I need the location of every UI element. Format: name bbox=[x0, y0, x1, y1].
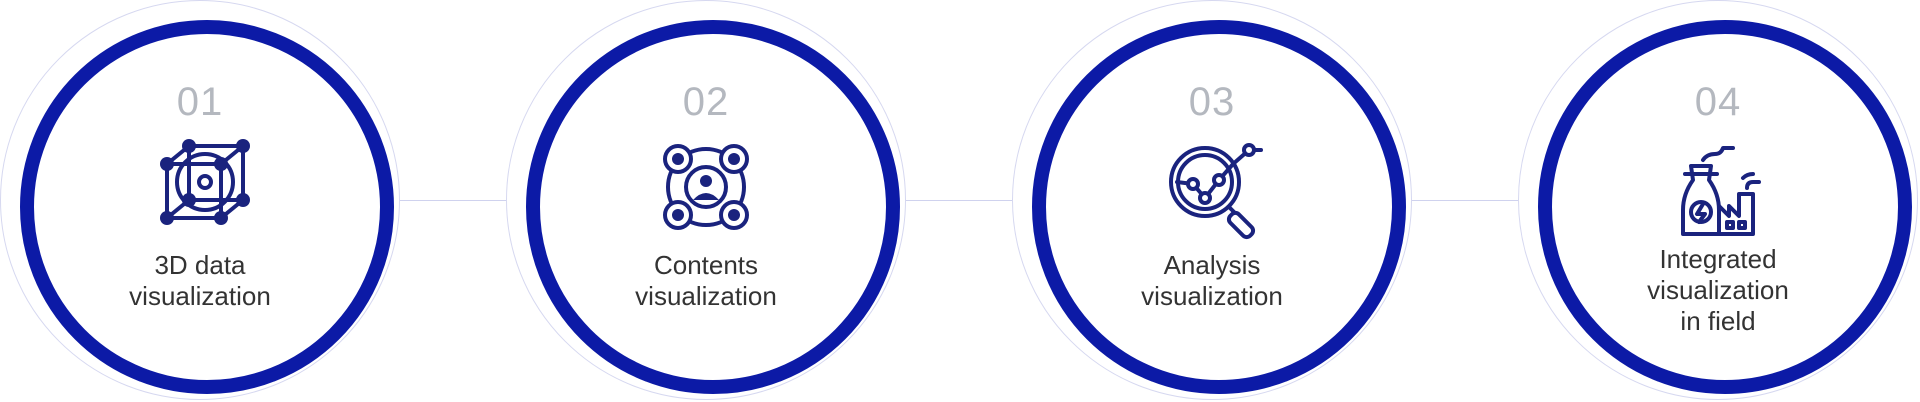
step-label: Contents visualization bbox=[635, 250, 777, 311]
step-contents: 02 Contents visualization bbox=[506, 0, 908, 402]
analysis-magnifier-icon bbox=[1157, 132, 1267, 242]
connector-line bbox=[904, 200, 1014, 201]
step-label: Integrated visualization in field bbox=[1647, 244, 1789, 336]
3d-cube-icon bbox=[145, 132, 255, 242]
factory-icon bbox=[1663, 132, 1773, 242]
connector-line bbox=[398, 200, 508, 201]
step-number: 04 bbox=[1694, 80, 1742, 124]
step-integrated: 04 Integrated visualization in field bbox=[1518, 0, 1920, 402]
step-label: 3D data visualization bbox=[129, 250, 271, 311]
step-label: Analysis visualization bbox=[1141, 250, 1283, 311]
connector-line bbox=[1410, 200, 1520, 201]
step-number: 01 bbox=[176, 80, 224, 124]
step-number: 03 bbox=[1188, 80, 1236, 124]
step-analysis: 03 Analysis visualization bbox=[1012, 0, 1414, 402]
step-3d-data: 01 3D data visualization bbox=[0, 0, 402, 402]
step-number: 02 bbox=[682, 80, 730, 124]
network-user-icon bbox=[651, 132, 761, 242]
